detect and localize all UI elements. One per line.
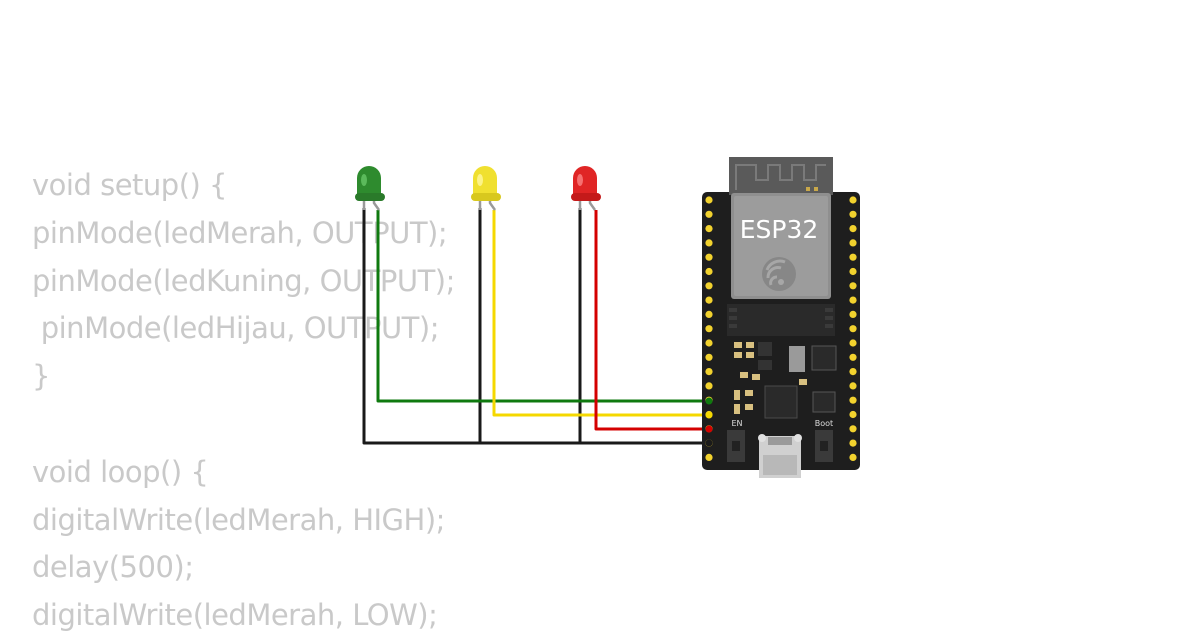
code-line: delay(500);	[32, 550, 194, 585]
wire-signal-green[interactable]	[376, 210, 710, 403]
header-pin[interactable]	[849, 225, 857, 233]
header-pin[interactable]	[705, 210, 713, 218]
header-pin[interactable]	[705, 282, 713, 290]
code-line: digitalWrite(ledMerah, HIGH);	[32, 502, 445, 537]
header-pin[interactable]	[849, 382, 857, 390]
code-line: pinMode(ledMerah, OUTPUT);	[32, 215, 448, 250]
header-pin[interactable]	[705, 325, 713, 333]
espressif-logo	[762, 257, 796, 291]
pin-header-right	[849, 196, 857, 461]
header-pin[interactable]	[849, 368, 857, 376]
code-line: }	[32, 359, 50, 394]
header-pin[interactable]	[705, 339, 713, 347]
header-pin[interactable]	[705, 310, 713, 318]
boot-label: Boot	[815, 419, 833, 428]
header-pin[interactable]	[849, 410, 857, 419]
wire-signal-yellow[interactable]	[492, 210, 710, 417]
code-line: void setup() {	[32, 168, 227, 202]
header-pin[interactable]	[705, 296, 713, 304]
wire-end-red	[705, 425, 713, 433]
header-pin[interactable]	[705, 196, 713, 204]
code-line: void loop() {	[32, 454, 209, 489]
header-pin[interactable]	[849, 196, 857, 204]
header-pin[interactable]	[849, 239, 857, 247]
header-pin[interactable]	[849, 453, 857, 461]
smd-components	[734, 342, 837, 419]
antenna-trace	[735, 164, 826, 190]
header-pin[interactable]	[849, 425, 857, 433]
usb-uart-chip	[764, 385, 798, 419]
wire-end-ground	[705, 439, 713, 447]
en-button[interactable]	[727, 430, 745, 462]
code-line: pinMode(ledHijau, OUTPUT);	[32, 311, 440, 346]
wire-end-green	[705, 397, 713, 405]
header-pin[interactable]	[705, 239, 713, 247]
header-pin[interactable]	[849, 282, 857, 290]
code-line: digitalWrite(ledMerah, LOW);	[32, 598, 438, 633]
header-pin[interactable]	[849, 325, 857, 333]
header-pin[interactable]	[705, 253, 713, 261]
en-label: EN	[731, 419, 742, 428]
header-pin[interactable]	[705, 368, 713, 376]
wire-signal-red[interactable]	[594, 210, 710, 431]
header-pin[interactable]	[705, 225, 713, 233]
header-pin[interactable]	[849, 253, 857, 261]
header-pin[interactable]	[705, 453, 713, 461]
ground-wires	[362, 208, 710, 445]
wire-end-yellow	[705, 411, 713, 419]
code-text: void setup() { pinMode(ledMerah, OUTPUT);…	[32, 162, 455, 640]
header-pin[interactable]	[849, 210, 857, 218]
led-yellow[interactable]	[471, 166, 501, 211]
header-pin[interactable]	[705, 267, 713, 276]
header-pin[interactable]	[849, 396, 857, 404]
header-pin[interactable]	[705, 353, 713, 361]
led-red[interactable]	[571, 166, 601, 211]
wire-ground-green-led[interactable]	[362, 208, 710, 445]
header-pin[interactable]	[849, 296, 857, 304]
usb-port[interactable]	[758, 434, 802, 478]
header-pin[interactable]	[849, 339, 857, 347]
chip-label: ESP32	[740, 215, 819, 244]
boot-button[interactable]	[815, 430, 833, 462]
header-pin[interactable]	[849, 439, 857, 447]
module-pads	[727, 304, 835, 336]
header-pin[interactable]	[849, 267, 857, 276]
header-pin[interactable]	[849, 310, 857, 318]
esp32-board[interactable]: ESP32	[702, 157, 860, 478]
led-green[interactable]	[355, 166, 385, 211]
code-line: pinMode(ledKuning, OUTPUT);	[32, 263, 455, 298]
header-pin[interactable]	[705, 382, 713, 390]
header-pin[interactable]	[849, 353, 857, 361]
